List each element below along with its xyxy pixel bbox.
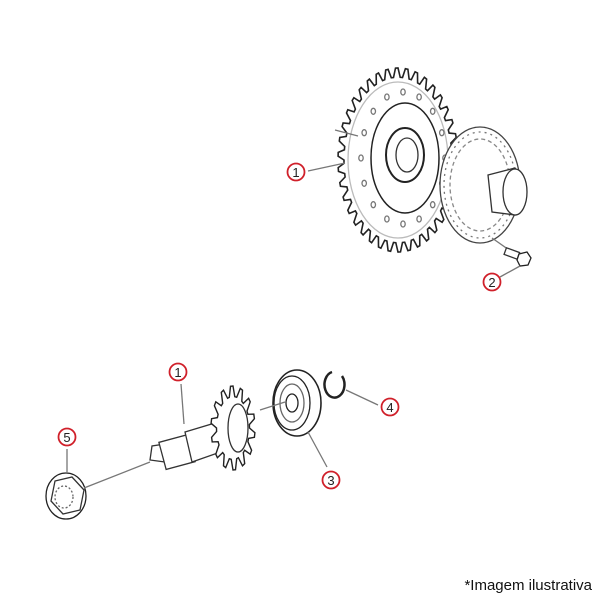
callout-number: 3	[327, 473, 334, 488]
bolt-hole	[416, 215, 422, 223]
bolt-hole	[370, 201, 377, 209]
bolt-hole	[358, 154, 364, 162]
callout-circle	[321, 470, 341, 490]
bolt-hole	[429, 201, 436, 209]
snap-ring	[323, 370, 379, 406]
callout-circle	[168, 362, 188, 382]
differential-case	[439, 126, 528, 253]
callout-circle	[380, 397, 400, 417]
bearing	[259, 369, 328, 468]
ring-gear	[334, 67, 459, 253]
bolt-hole	[361, 129, 368, 137]
bolt-hole	[384, 215, 390, 223]
bolt-hole	[416, 93, 422, 101]
pinion-shaft	[149, 383, 256, 471]
callout-circle	[482, 272, 502, 292]
bolt-hole	[400, 220, 406, 228]
callout-number: 1	[174, 365, 181, 380]
callout-number: 1	[292, 165, 299, 180]
callout-number: 2	[488, 275, 495, 290]
bolt-hole	[400, 88, 406, 96]
bolt	[499, 246, 532, 278]
bolt-hole	[384, 93, 390, 101]
callout-ring-gear: 1	[286, 162, 306, 182]
bolt-hole	[438, 129, 445, 137]
callout-circle	[286, 162, 306, 182]
callout-bolt: 2	[482, 272, 502, 292]
callout-snap-ring: 4	[380, 397, 400, 417]
callout-bearing: 3	[321, 470, 341, 490]
callout-pinion: 1	[168, 362, 188, 382]
callout-circle	[57, 427, 77, 447]
callout-number: 4	[386, 400, 393, 415]
bolt-hole	[370, 107, 377, 115]
bolt-hole	[361, 179, 368, 187]
nut	[45, 449, 151, 520]
callout-number: 5	[63, 430, 70, 445]
illustrative-image-note: *Imagem ilustrativa	[464, 577, 592, 594]
bolt-hole	[429, 107, 436, 115]
callout-nut: 5	[57, 427, 77, 447]
